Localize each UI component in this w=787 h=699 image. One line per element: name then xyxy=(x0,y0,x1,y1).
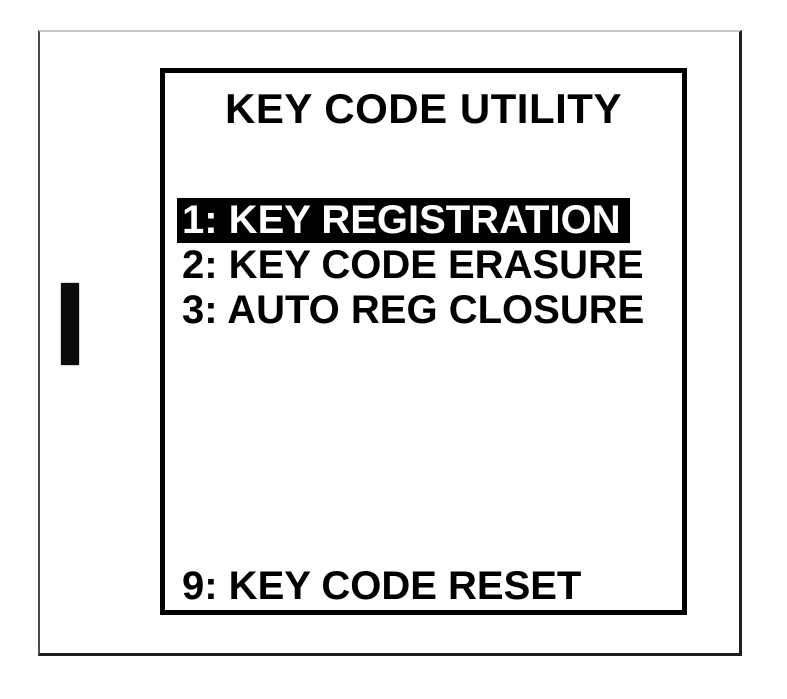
menu-item-key-registration[interactable]: 1: KEY REGISTRATION xyxy=(177,198,676,243)
menu-item-key-registration-label: 1: KEY REGISTRATION xyxy=(177,198,630,243)
menu-item-key-code-erasure[interactable]: 2: KEY CODE ERASURE xyxy=(182,243,676,288)
key-code-utility-screen: KEY CODE UTILITY 1: KEY REGISTRATION 2: … xyxy=(160,68,687,615)
menu-item-key-code-reset[interactable]: 9: KEY CODE RESET xyxy=(182,564,581,609)
menu-item-auto-reg-closure[interactable]: 3: AUTO REG CLOSURE xyxy=(182,288,676,333)
menu-item-key-code-reset-label: 9: KEY CODE RESET xyxy=(182,564,582,608)
menu-item-auto-reg-closure-label: 3: AUTO REG CLOSURE xyxy=(182,288,645,332)
cursor-mark xyxy=(61,283,79,365)
menu-list: 1: KEY REGISTRATION 2: KEY CODE ERASURE … xyxy=(177,198,676,333)
menu-item-key-code-erasure-label: 2: KEY CODE ERASURE xyxy=(182,243,644,287)
page-title: KEY CODE UTILITY xyxy=(225,85,622,132)
